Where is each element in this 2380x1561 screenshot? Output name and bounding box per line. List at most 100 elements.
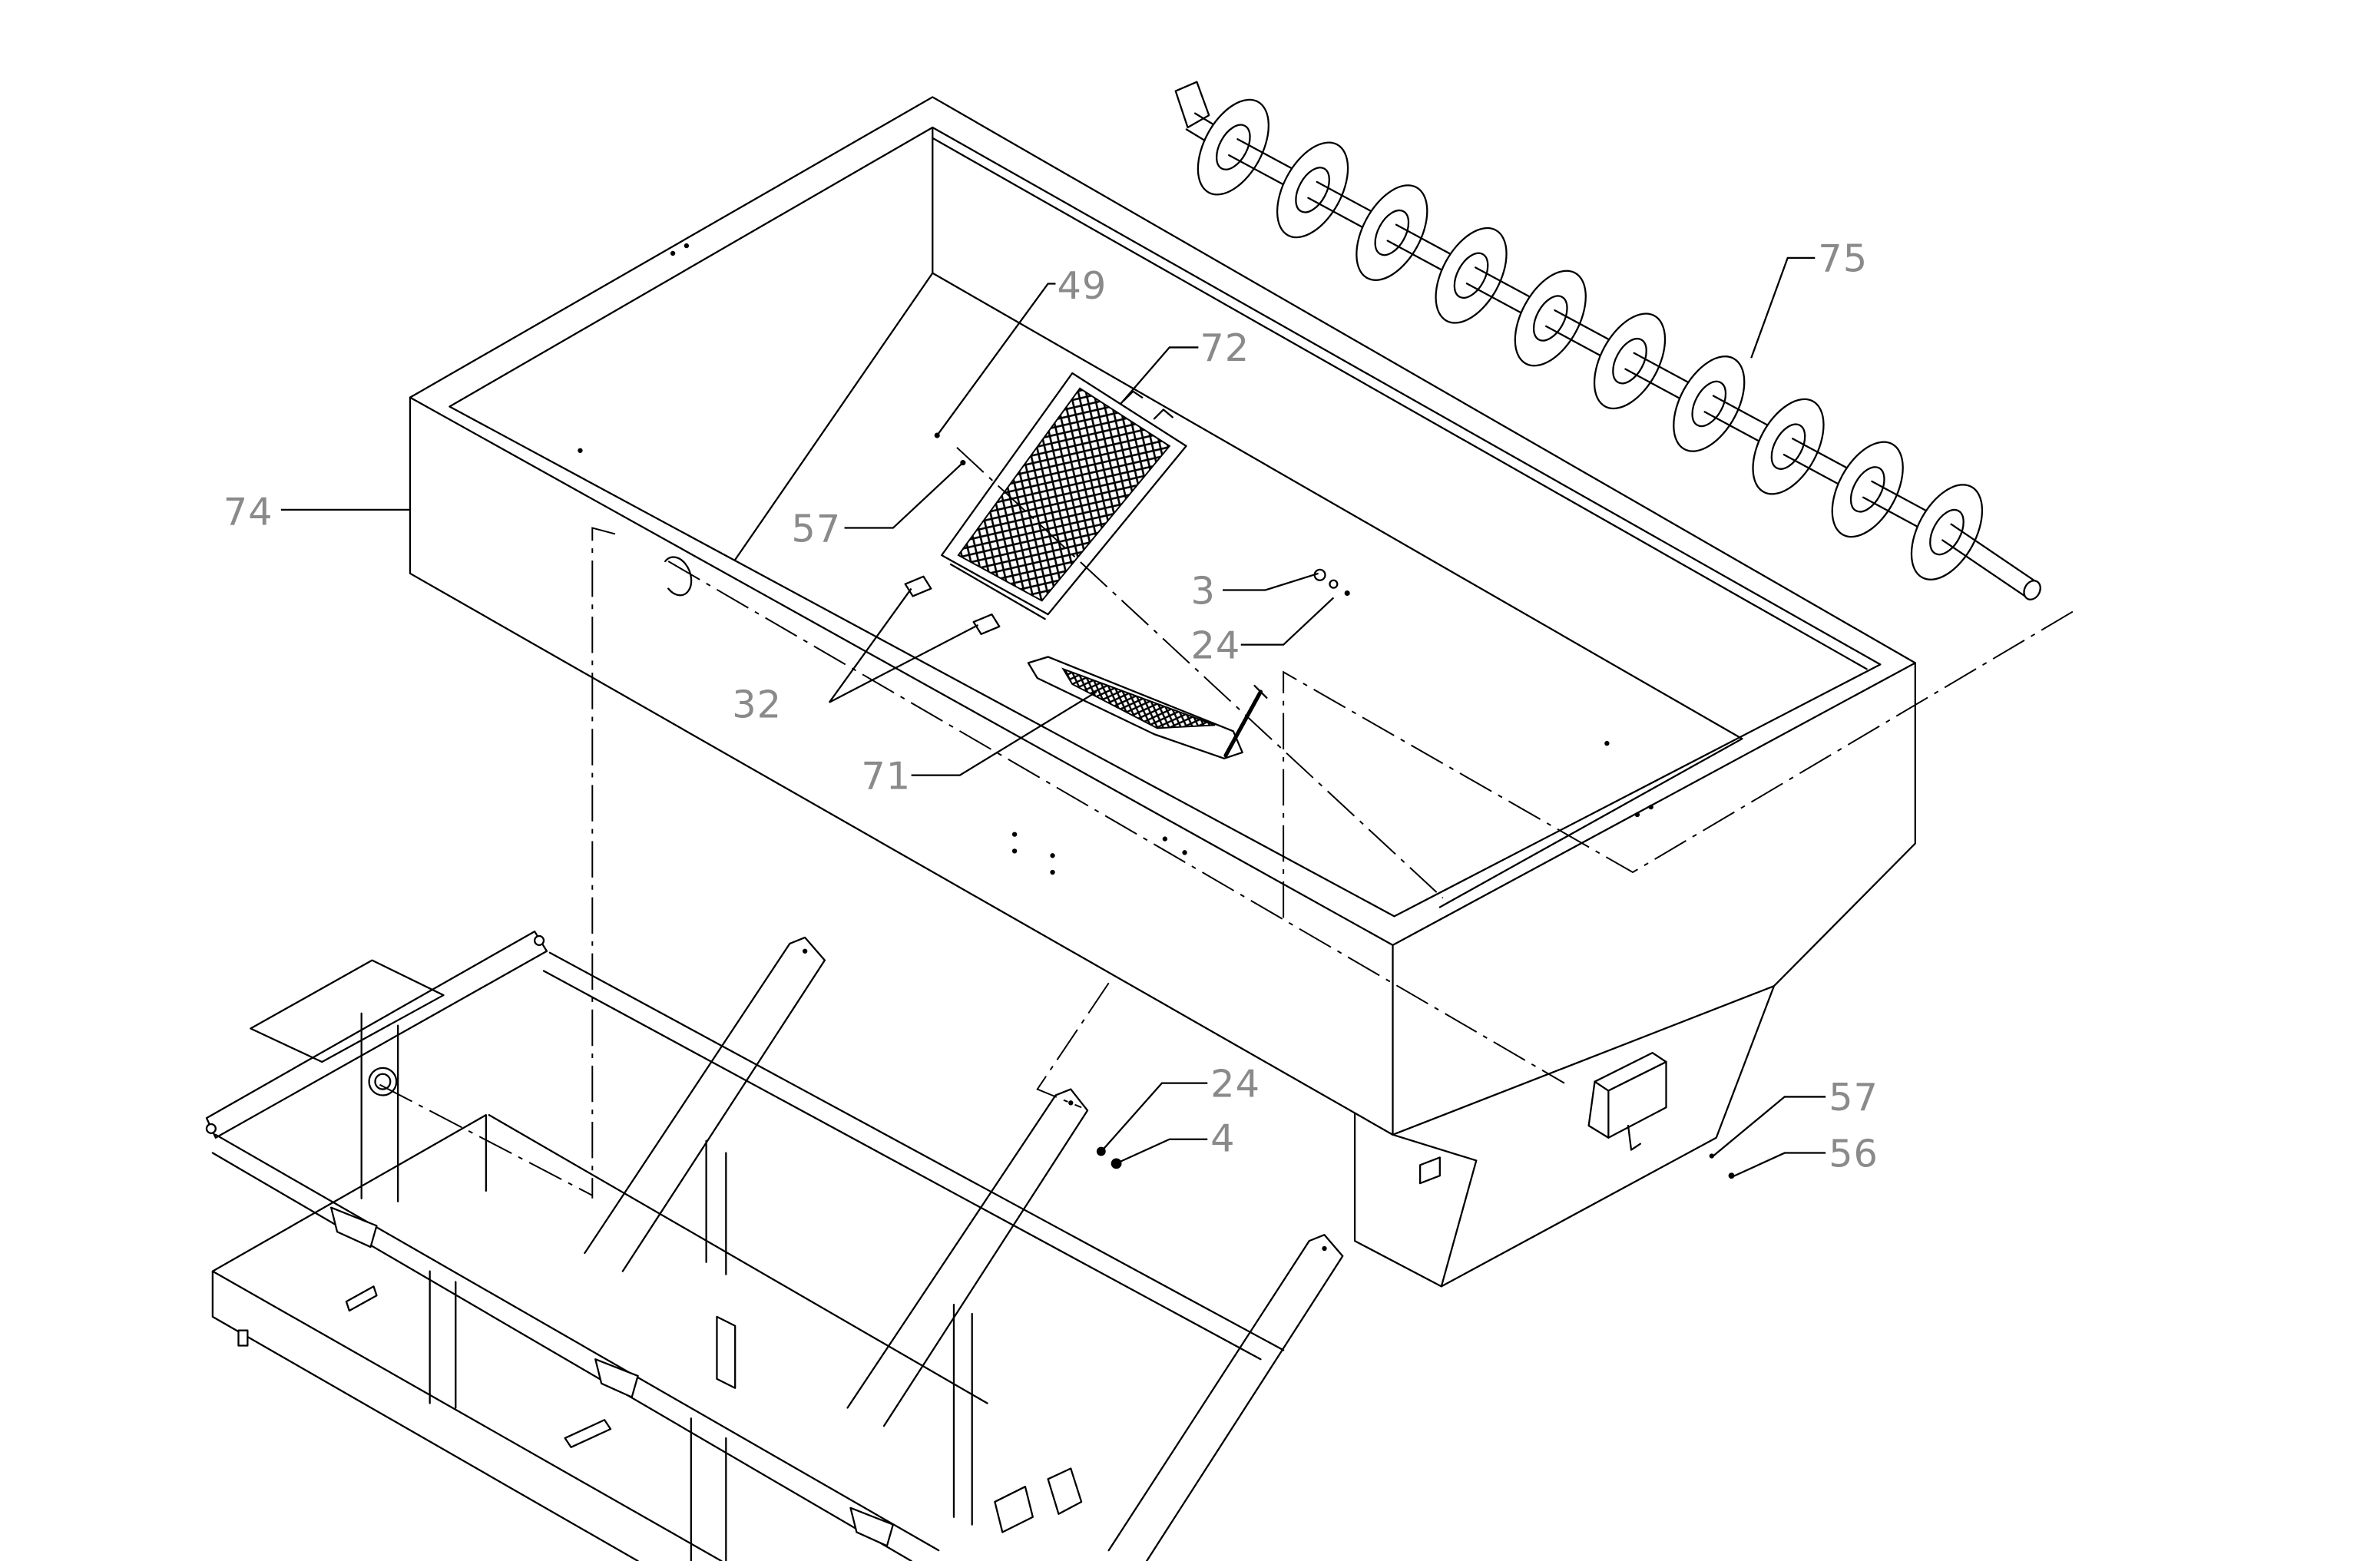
frame-post [952, 1303, 973, 1526]
leader-line [1731, 1152, 1826, 1179]
auger-flight-inner [1453, 252, 1489, 299]
callout-label: 3 [1190, 568, 1215, 613]
frame-post-hole-inner [374, 1073, 392, 1090]
deflector-plate-mesh [1061, 667, 1216, 729]
alignment-line [1036, 982, 1110, 1109]
auger-flight-inner [1374, 209, 1410, 256]
callout-label: 57 [791, 506, 841, 551]
frame-post-hole [368, 1067, 398, 1096]
hopper-hole [578, 448, 583, 453]
hopper-left-face [409, 396, 1394, 1136]
frame-front-beam [211, 1133, 940, 1561]
auger-flight-inner [1691, 380, 1727, 428]
alignment-line [667, 561, 1565, 1084]
callout-label: 49 [1057, 263, 1107, 308]
hopper-bracket-box-face [1607, 1060, 1667, 1139]
hopper-hole [1162, 836, 1168, 842]
hopper-hole [1648, 804, 1653, 810]
hopper-rim-outer [409, 96, 1916, 946]
auger-flight-inner [1216, 124, 1251, 170]
alignment-line [1283, 610, 2074, 918]
leader-line [1713, 1096, 1826, 1157]
grate-screen-mesh [957, 387, 1171, 602]
grate-screen [941, 372, 1187, 620]
hopper-hole [1604, 740, 1610, 746]
hopper-chute-side [1392, 1133, 1478, 1288]
callout-labels: 74 49 72 57 3 24 32 71 75 24 4 57 56 [223, 236, 1879, 1176]
frame-post [705, 1139, 727, 1275]
auger-flight-inner [1295, 167, 1330, 213]
auger-end-bracket [1174, 81, 1210, 129]
leader-line [1119, 1138, 1208, 1163]
frame-foot [237, 1329, 249, 1347]
deflector-handle [1223, 690, 1263, 758]
hopper-hole [1011, 832, 1018, 837]
frame-post [690, 1417, 727, 1561]
hopper-shaft-hole [664, 556, 693, 597]
auger-flight-inner [1612, 338, 1647, 385]
leader-line [911, 690, 1097, 776]
frame-top-plate [250, 959, 445, 1063]
frame-tab [994, 1486, 1034, 1533]
hopper-holes [578, 243, 1653, 875]
frame-strut-hole [1068, 1100, 1074, 1106]
hopper-hole [1050, 869, 1055, 875]
frame-strut [846, 1088, 1089, 1427]
callout-label: 32 [732, 683, 782, 727]
frame-strut-hole [1322, 1245, 1327, 1252]
leader-line [1240, 597, 1335, 646]
callout-label: 71 [861, 753, 911, 798]
frame [205, 930, 1344, 1561]
auger-flight-inner [1849, 466, 1885, 513]
washer [1329, 579, 1339, 589]
auger-flight-inner [1770, 423, 1806, 470]
hopper-hole [1634, 812, 1640, 818]
hopper-rim-inner [449, 126, 1882, 918]
deflector-plate [1027, 656, 1268, 759]
callout-label: 56 [1829, 1131, 1879, 1176]
hopper-hole [1011, 848, 1018, 854]
callout-label: 24 [1210, 1061, 1260, 1106]
hopper-chute-slot [1418, 1156, 1441, 1185]
frame-cross-beam-end-bolt [205, 1123, 217, 1134]
auger-flight-inner [1929, 508, 1965, 556]
hopper-bracket-flange [1587, 1080, 1642, 1151]
frame-strut-hole [802, 948, 808, 954]
hopper-hole [670, 250, 676, 256]
callout-label: 75 [1818, 236, 1868, 281]
frame-clip [345, 1285, 378, 1312]
callout-label: 57 [1829, 1075, 1879, 1119]
nut [1344, 590, 1350, 597]
leader-line [1750, 256, 1816, 359]
leader-line [936, 283, 1056, 436]
leader-lines [280, 256, 1826, 1179]
frame-strut [584, 936, 826, 1272]
frame-plate-post [360, 1012, 399, 1202]
auger-shaft-end [2023, 580, 2041, 600]
deflector-handle-tip [1253, 684, 1268, 699]
hopper-hole [1182, 850, 1187, 855]
callout-label: 74 [223, 490, 273, 534]
mounting-clip [904, 575, 932, 597]
auger-flights [1185, 98, 2041, 600]
hopper-right-face [1353, 662, 1916, 1288]
frame-clip [564, 1419, 612, 1448]
hopper-rim-edge [932, 137, 1868, 670]
leader-line [844, 461, 964, 529]
auger-shaft-segment [1941, 523, 2037, 600]
frame-cross-beam-end-bolt [534, 934, 545, 946]
auger-flight-inner [1532, 295, 1568, 342]
alignment-lines [379, 447, 2074, 1199]
frame-bracket [594, 1358, 639, 1398]
callout-label: 24 [1190, 623, 1240, 667]
mounting-clip [972, 613, 1001, 635]
bolt [1111, 1158, 1122, 1169]
callout-label: 4 [1210, 1116, 1235, 1161]
alignment-line [379, 1083, 593, 1196]
hopper-interior-edges [734, 126, 1743, 908]
frame-bracket [329, 1206, 378, 1248]
frame-top-rail [542, 951, 1285, 1361]
frame-base [211, 1114, 988, 1561]
